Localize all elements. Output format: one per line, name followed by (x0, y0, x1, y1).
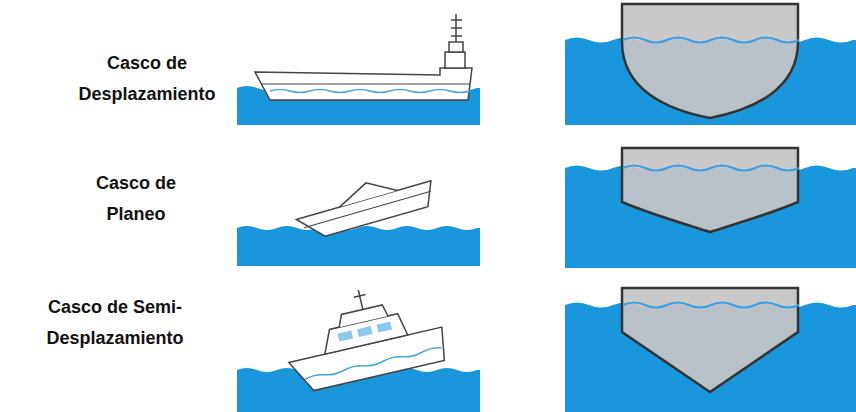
semi-displacement-section (565, 288, 856, 412)
planing-boat (237, 166, 480, 266)
displacement-ship (237, 14, 480, 125)
hull-type-label: Casco de Planeo (80, 168, 192, 230)
planing-section (565, 148, 856, 268)
hull-type-label: Casco de Desplazamiento (68, 48, 226, 110)
hull-type-label: Casco de Semi-Desplazamiento (10, 292, 220, 354)
displacement-section (565, 4, 856, 125)
semi-displacement-boat (237, 274, 480, 412)
